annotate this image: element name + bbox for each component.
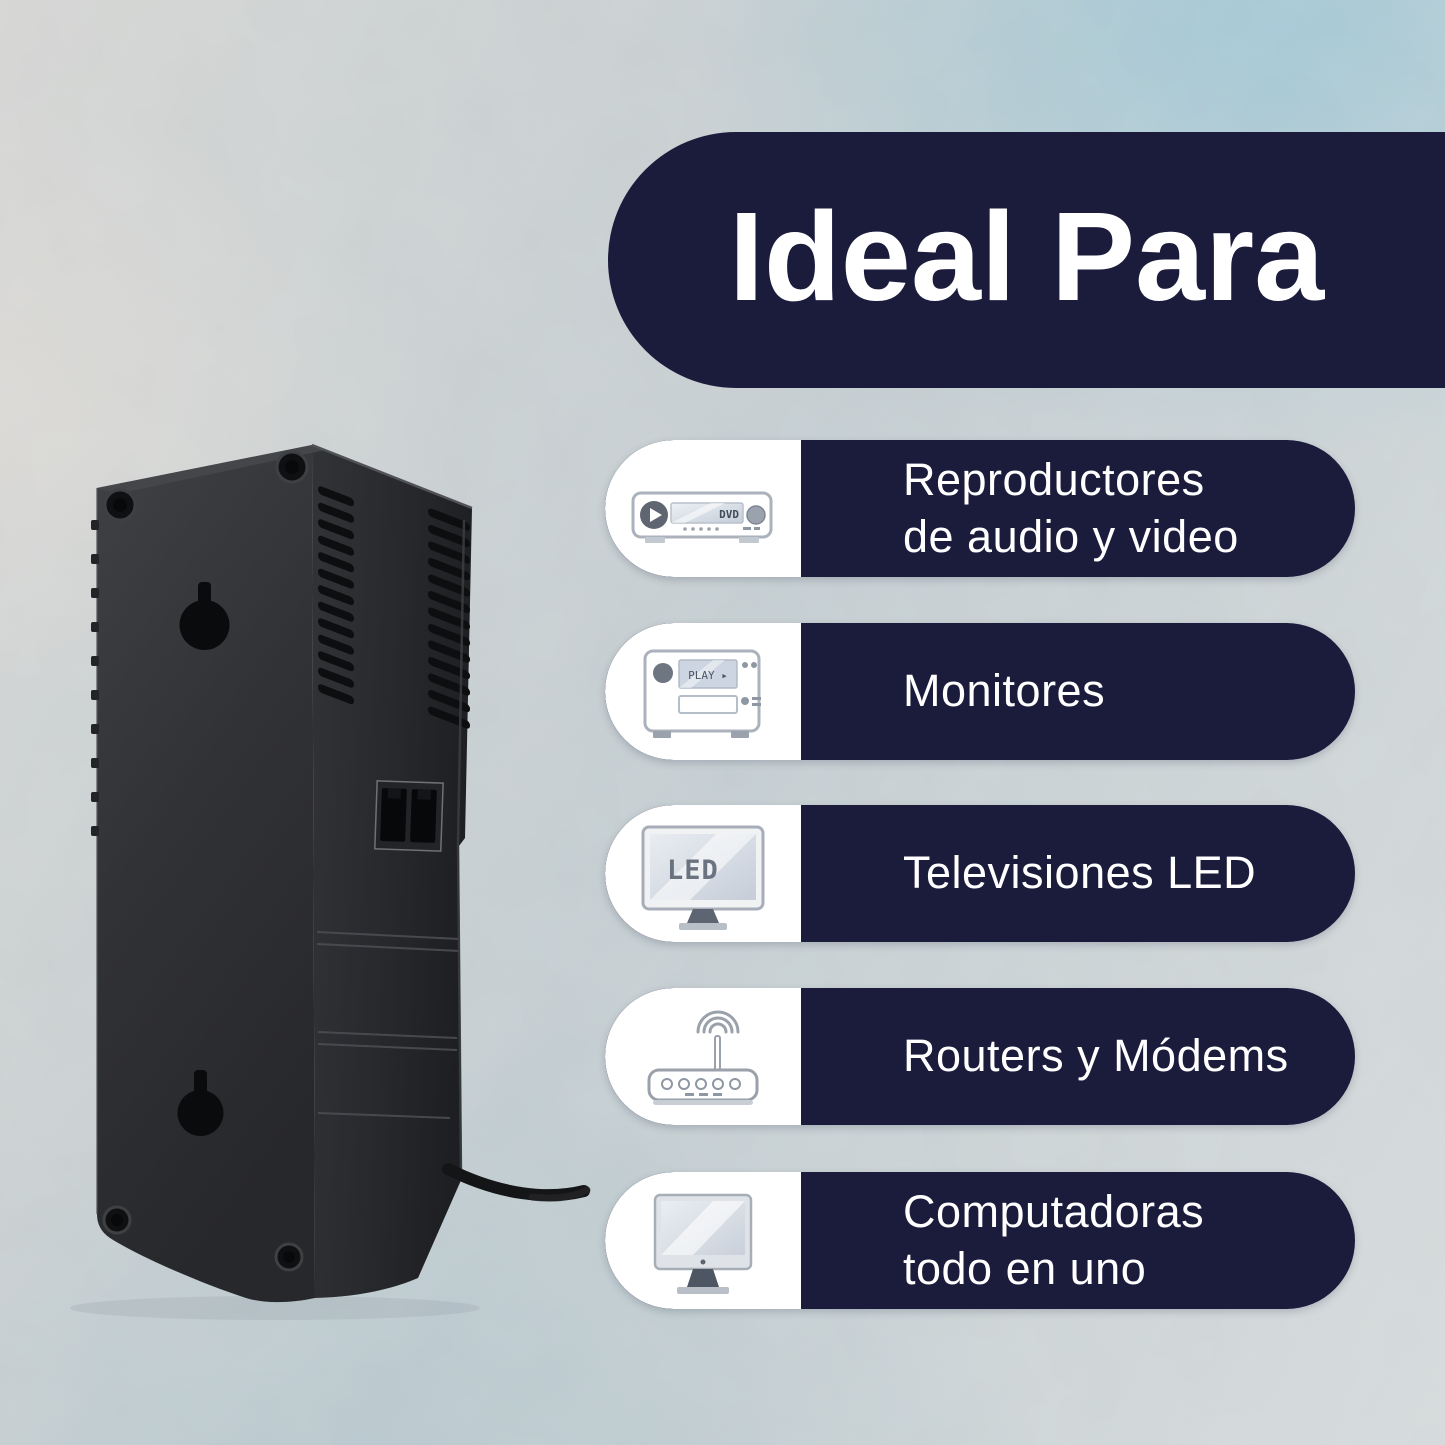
feature-label: Computadoras todo en uno [903,1185,1205,1294]
rj11-ports [374,780,444,852]
svg-text:DVD: DVD [719,508,739,521]
power-cable [442,1163,590,1202]
feature-row-monitores: PLAY ▸ Monitores [605,623,1355,760]
feature-row-routers: Routers y Módems [605,988,1355,1125]
ups-device-photo [70,443,591,1320]
feature-label: Monitores [903,665,1106,717]
feature-row-reproductores: DVD Reproductores de audio y video [605,440,1355,577]
svg-text:LED: LED [667,855,719,886]
media-player-icon: PLAY ▸ [643,649,761,738]
screw-holes [102,450,309,1272]
feature-label: Reproductores de audio y video [903,453,1239,562]
feature-icon-card [605,988,801,1125]
feature-icon-card: DVD [605,440,801,577]
ideal-para-banner: Ideal Para [608,132,1445,388]
feature-row-televisiones: LED Televisiones LED [605,805,1355,942]
feature-icon-card: PLAY ▸ [605,623,801,760]
page-title: Ideal Para [728,185,1325,327]
feature-label: Routers y Módems [903,1030,1289,1082]
feature-icon-card [605,1172,801,1309]
led-tv-icon: LED [641,825,765,930]
feature-label: Televisiones LED [903,847,1257,899]
dvd-player-icon: DVD [631,491,773,543]
router-icon [647,1010,759,1105]
feature-row-computadoras: Computadoras todo en uno [605,1172,1355,1309]
keyhole-mounts [177,582,230,1136]
feature-icon-card: LED [605,805,801,942]
svg-text:PLAY ▸: PLAY ▸ [688,669,728,682]
all-in-one-computer-icon [653,1193,753,1294]
